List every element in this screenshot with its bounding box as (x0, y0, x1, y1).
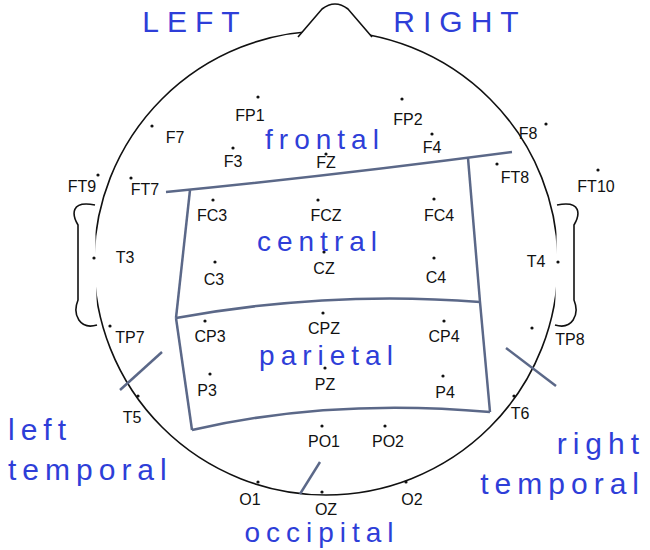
electrode-label: T3 (116, 250, 135, 266)
electrode-dot (495, 162, 498, 165)
electrode-label: PO1 (308, 434, 340, 450)
right-ear (555, 204, 578, 326)
electrode-label: FT8 (501, 170, 529, 186)
electrode-dot (404, 480, 407, 483)
electrode-dot (320, 490, 323, 493)
side-label: RIGHT (393, 7, 526, 37)
side-label: LEFT (142, 7, 247, 37)
electrode-dot (316, 198, 319, 201)
electrode-dot (256, 95, 259, 98)
electrode-dot (512, 394, 515, 397)
electrode-dot (231, 146, 234, 149)
electrode-label: P3 (197, 383, 217, 399)
electrode-label: PZ (315, 377, 335, 393)
left-ear (74, 204, 97, 326)
region-label: central (257, 228, 383, 256)
electrode-dot (400, 97, 403, 100)
electrode-dot (432, 197, 435, 200)
leader-line (300, 462, 320, 494)
electrode-dot (208, 372, 211, 375)
region-label: occipital (244, 519, 399, 547)
region-label: left temporal (8, 410, 238, 490)
electrode-label: OZ (315, 502, 337, 518)
electrode-label: TP7 (115, 330, 144, 346)
electrode-label: F3 (224, 154, 243, 170)
electrode-label: PO2 (372, 434, 404, 450)
electrode-label: FCZ (310, 208, 341, 224)
leader-line (506, 348, 556, 386)
electrode-label: FZ (316, 155, 336, 171)
nose-outline (298, 4, 372, 37)
electrode-label: CPZ (308, 321, 340, 337)
parietal-left-border (176, 318, 192, 430)
electrode-label: F7 (166, 130, 185, 146)
electrode-dot (442, 319, 445, 322)
electrode-dot (96, 173, 99, 176)
electrode-label: F8 (519, 126, 538, 142)
electrode-dot (92, 256, 95, 259)
electrode-label: F4 (423, 140, 442, 156)
electrode-dot (320, 424, 323, 427)
electrode-dot (321, 311, 324, 314)
electrode-dot (213, 260, 216, 263)
region-borders (120, 152, 556, 494)
electrode-dots (92, 95, 599, 493)
electrode-dot (108, 324, 111, 327)
occipital-border (192, 408, 490, 430)
electrode-dot (544, 122, 547, 125)
electrode-label: CP4 (428, 329, 459, 345)
central-left-border (176, 190, 190, 318)
electrode-label: CP3 (194, 329, 225, 345)
electrode-label: C3 (204, 272, 224, 288)
electrode-dot (430, 132, 433, 135)
electrode-dot (150, 124, 153, 127)
leader-line (120, 352, 162, 390)
electrode-dot (441, 374, 444, 377)
electrode-label: T4 (527, 254, 546, 270)
electrode-label: FP2 (393, 112, 422, 128)
electrode-label: P4 (435, 385, 455, 401)
electrode-label: T6 (511, 406, 530, 422)
electrode-label: FC3 (197, 208, 227, 224)
region-label: parietal (259, 342, 399, 370)
electrode-dot (432, 256, 435, 259)
electrode-dot (530, 326, 533, 329)
electrode-dot (556, 260, 559, 263)
electrode-label: T5 (123, 410, 142, 426)
region-label: right temporal (412, 424, 645, 504)
electrode-dot (383, 424, 386, 427)
electrode-label: CZ (313, 261, 334, 277)
electrode-dot (129, 176, 132, 179)
central-parietal-border (176, 298, 480, 318)
electrode-label: C4 (426, 270, 446, 286)
electrode-label: O2 (401, 492, 422, 508)
electrode-label: O1 (239, 492, 260, 508)
electrode-label: FP1 (235, 108, 264, 124)
region-label: frontal (265, 126, 385, 154)
electrode-dot (203, 319, 206, 322)
electrode-dot (136, 394, 139, 397)
electrode-label: FC4 (424, 208, 454, 224)
electrode-dot (211, 198, 214, 201)
electrode-label: FT10 (577, 179, 614, 195)
parietal-right-border (480, 302, 490, 412)
electrode-dot (256, 480, 259, 483)
central-right-border (468, 158, 480, 302)
electrode-label: FT9 (68, 179, 96, 195)
electrode-dot (596, 168, 599, 171)
electrode-label: TP8 (555, 332, 584, 348)
electrode-label: FT7 (131, 182, 159, 198)
head-outline (94, 31, 558, 495)
frontal-border (166, 152, 512, 192)
